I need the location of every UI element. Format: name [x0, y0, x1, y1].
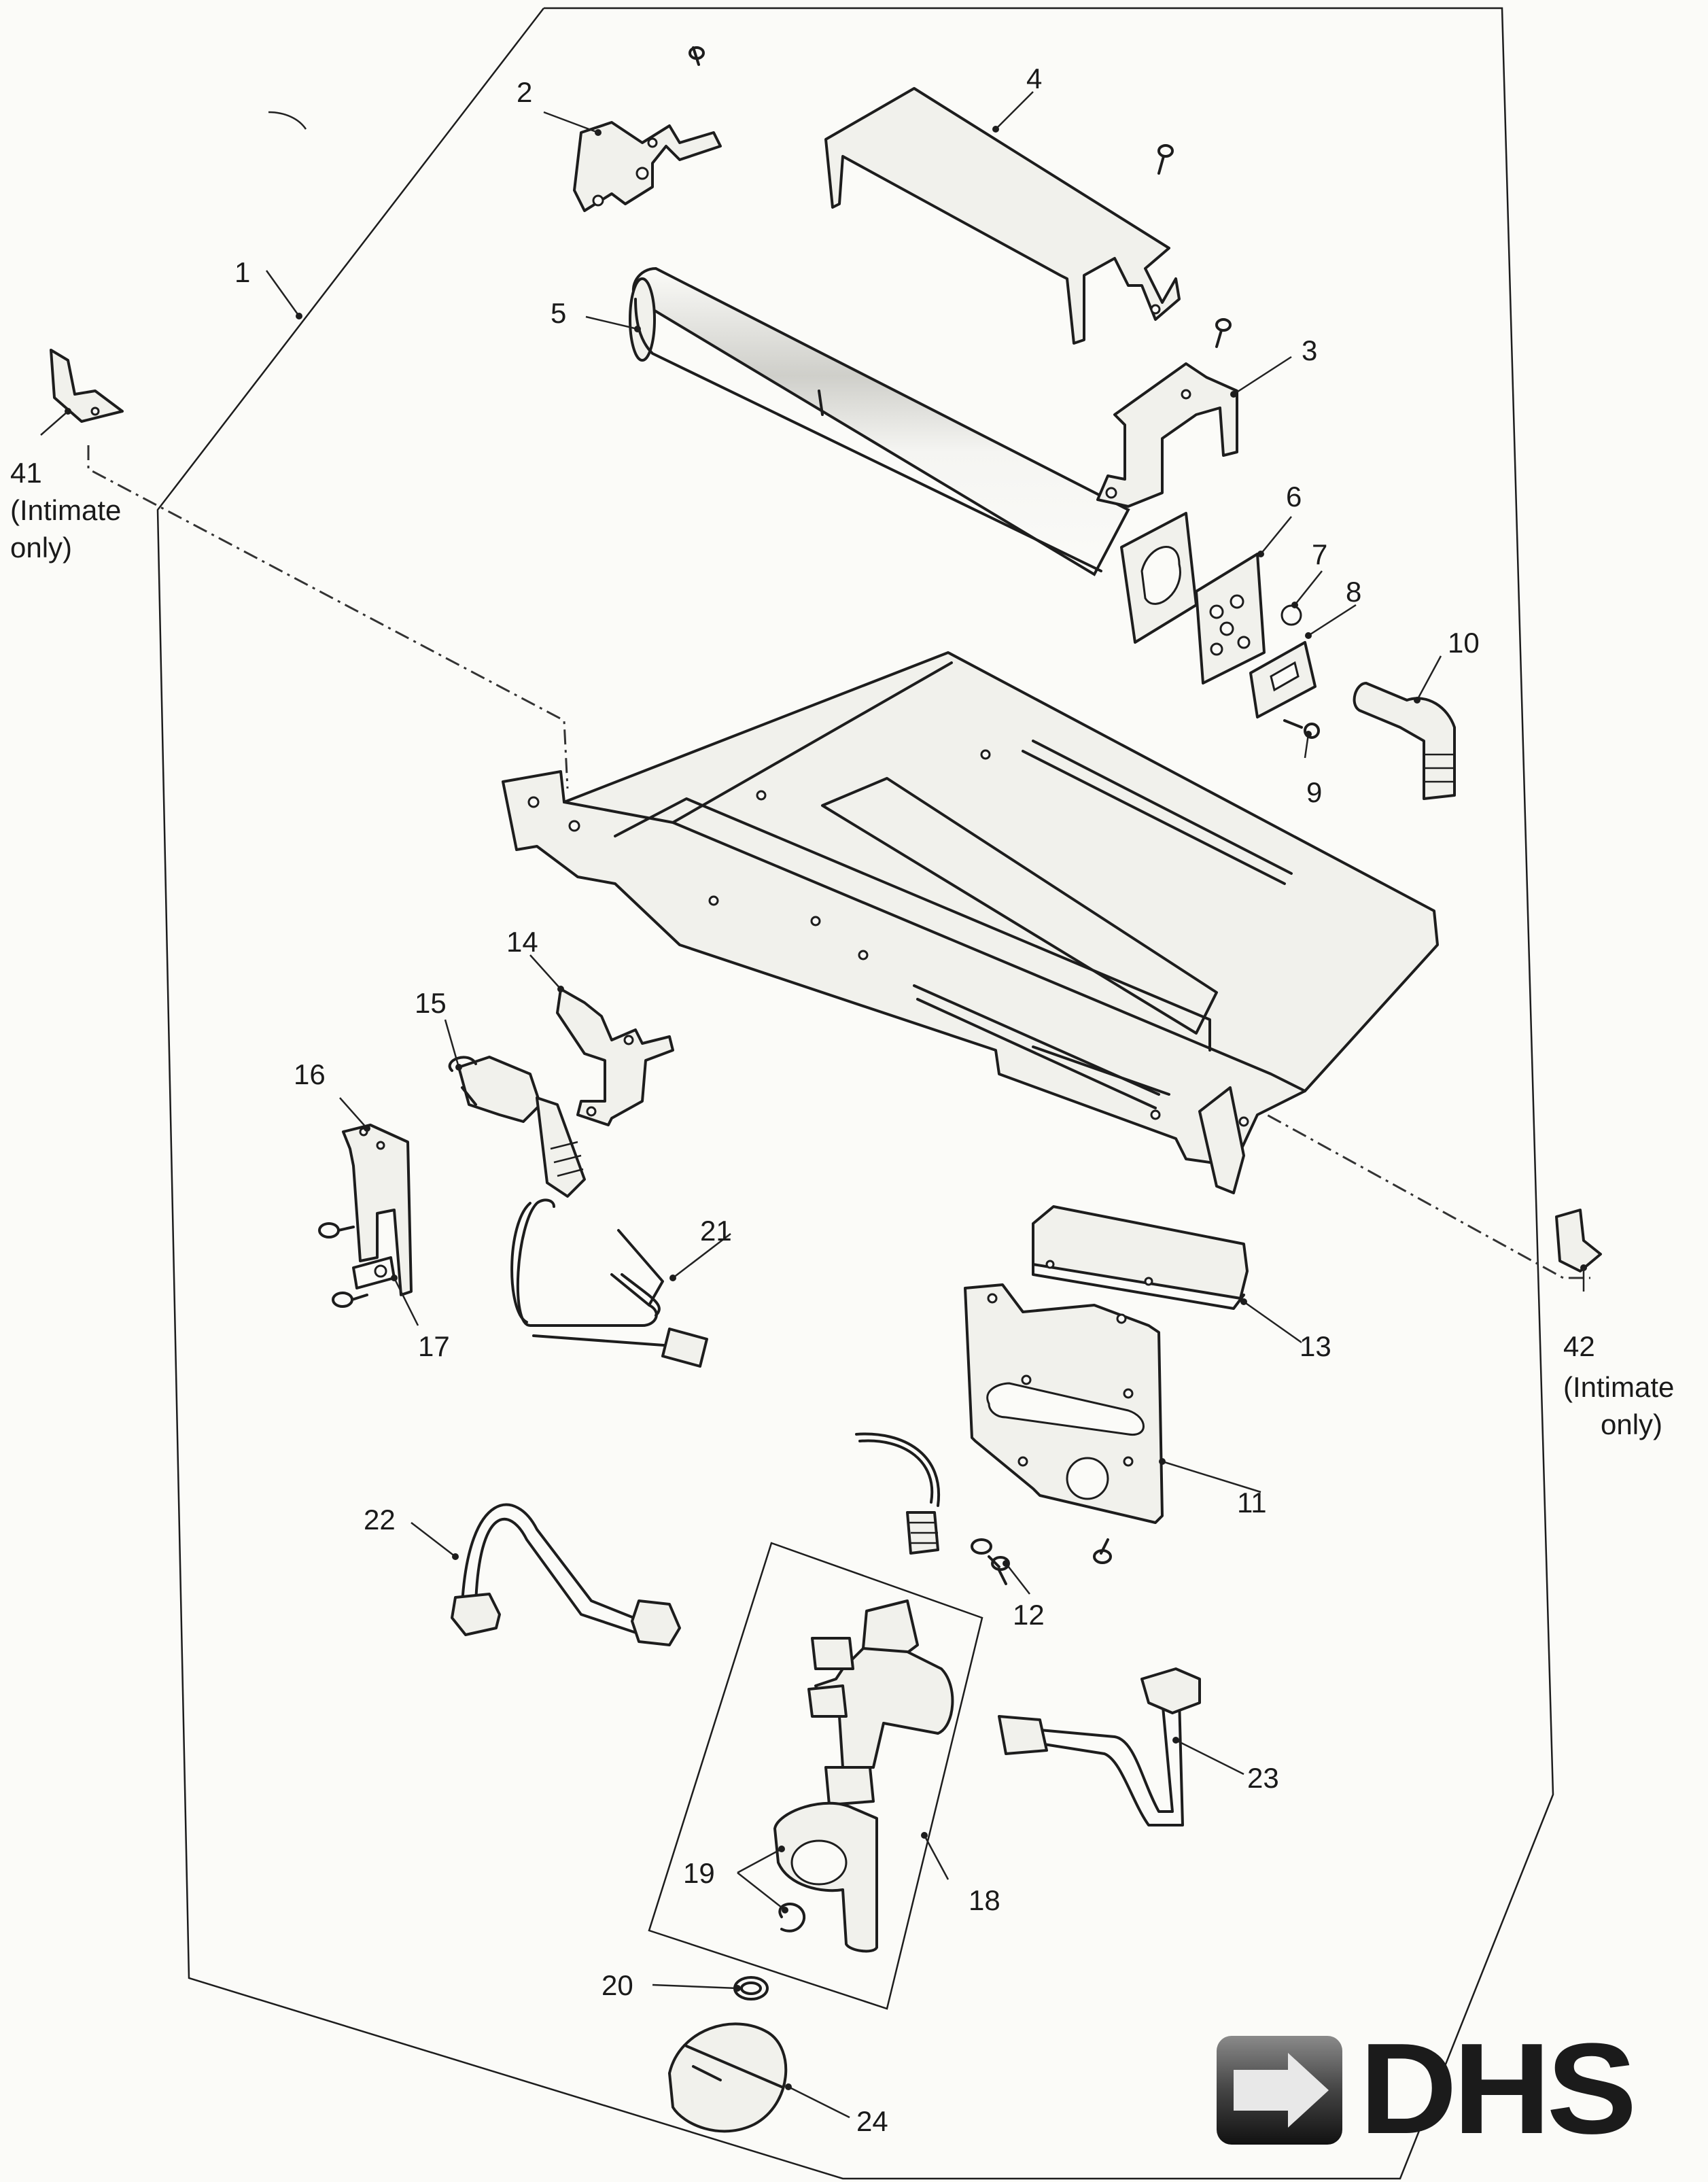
- note-42-line2: only): [1601, 1408, 1662, 1440]
- part-10-elbow-fitting: [1353, 682, 1456, 800]
- callout-41: 41: [10, 457, 42, 489]
- callout-16: 16: [294, 1058, 326, 1090]
- callout-12: 12: [1013, 1599, 1045, 1631]
- arrow-right-icon: [1217, 2036, 1342, 2145]
- alignment-line-42: [1192, 1073, 1590, 1279]
- part-42-bracket: [1555, 1209, 1602, 1272]
- part-11-valve-plate: [964, 1283, 1164, 1524]
- note-42-line1: (Intimate: [1563, 1371, 1674, 1403]
- part-18-valve-group: [648, 1542, 983, 2010]
- part-13-shield: [1032, 1205, 1249, 1310]
- part-16-bracket: [318, 1124, 413, 1308]
- assembly-boundary: [156, 7, 1554, 2180]
- part-14-bracket: [556, 988, 674, 1126]
- callout-19: 19: [683, 1857, 715, 1889]
- callout-23: 23: [1247, 1762, 1279, 1794]
- part-22-gas-tube: [451, 1503, 681, 1646]
- callout-3: 3: [1302, 334, 1317, 366]
- callout-10: 10: [1448, 627, 1480, 659]
- callout-24: 24: [856, 2105, 888, 2137]
- part-23-gas-tube: [998, 1667, 1201, 1826]
- note-41-line2: only): [10, 532, 72, 564]
- callout-4: 4: [1026, 63, 1042, 94]
- note-41-line1: (Intimate: [10, 494, 121, 526]
- alignment-line-41: [87, 445, 569, 789]
- part-41-bracket: [50, 349, 124, 423]
- brand-logo-text: DHS: [1359, 2017, 1637, 2161]
- part-3-bracket: [1096, 318, 1238, 508]
- part-2-bracket: [573, 46, 722, 212]
- callout-15: 15: [415, 987, 447, 1019]
- callout-14: 14: [506, 926, 538, 958]
- part-12-screws: [855, 1432, 1112, 1585]
- callout-20: 20: [602, 1969, 633, 2001]
- callout-11: 11: [1237, 1487, 1267, 1519]
- callout-22: 22: [364, 1504, 396, 1536]
- part-6-9-plates: [1120, 512, 1320, 739]
- callout-18: 18: [969, 1884, 1000, 1916]
- part-15-pilot-assembly: [448, 1056, 586, 1198]
- callout-9: 9: [1306, 776, 1322, 808]
- burner-tray: [502, 651, 1439, 1194]
- callout-2: 2: [517, 76, 532, 108]
- callout-1: 1: [234, 256, 250, 288]
- callout-8: 8: [1346, 576, 1361, 608]
- callout-7: 7: [1312, 538, 1327, 570]
- callout-17: 17: [418, 1330, 450, 1362]
- part-5-burner-tube: [629, 266, 1130, 576]
- callout-5: 5: [551, 297, 566, 329]
- part-21-pilot-tube: [510, 1198, 708, 1368]
- part-20-24-knob: [668, 1976, 788, 2133]
- leader-lines: [40, 91, 1587, 2119]
- callout-6: 6: [1286, 481, 1302, 513]
- callout-21: 21: [700, 1215, 732, 1247]
- part-4-cover: [824, 87, 1181, 345]
- callout-13: 13: [1300, 1330, 1331, 1362]
- callout-42: 42: [1563, 1330, 1595, 1362]
